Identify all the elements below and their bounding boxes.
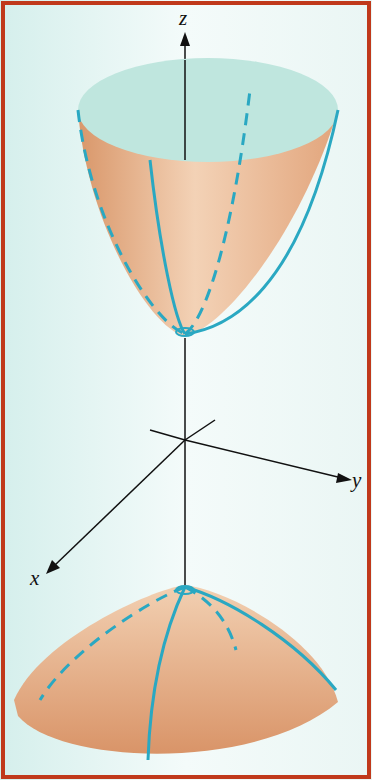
axis-label: y — [352, 470, 361, 491]
axis-label: z — [179, 8, 187, 29]
axis-label: x — [30, 568, 39, 589]
